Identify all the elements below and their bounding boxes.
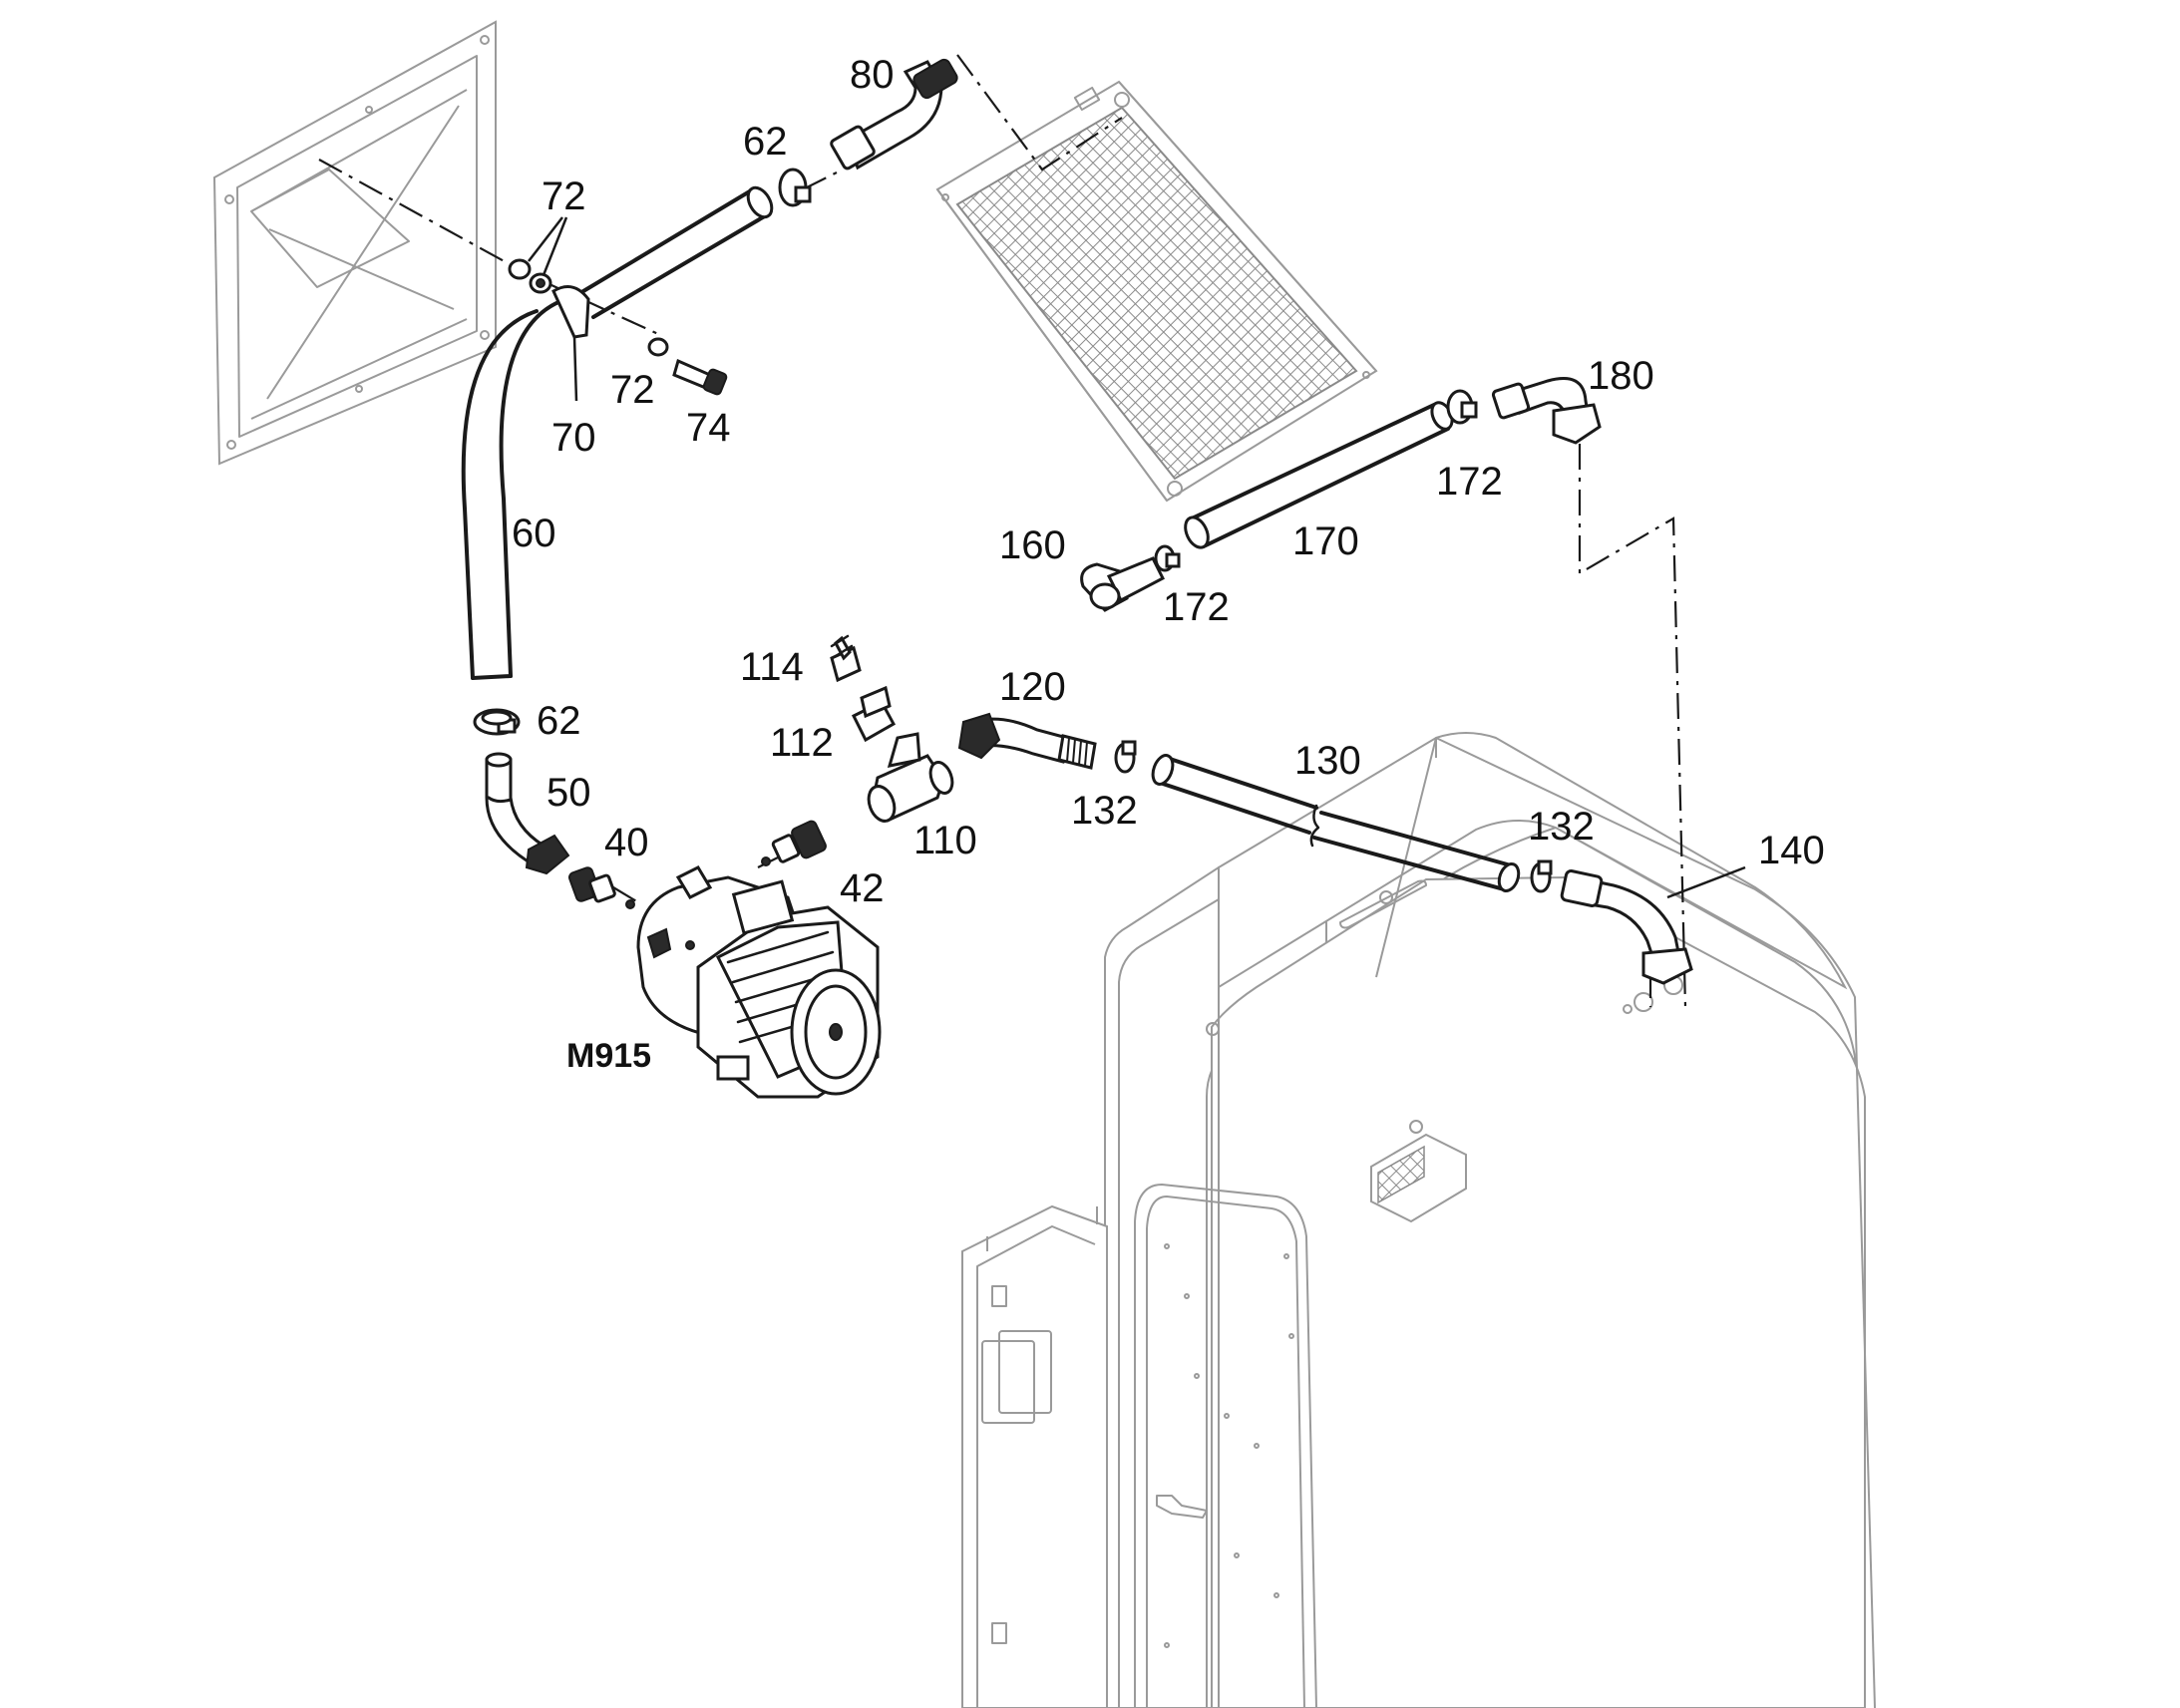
label-42: 42 (840, 866, 885, 910)
label-132-left: 132 (1071, 789, 1138, 833)
nipple-40 (568, 866, 635, 909)
clamp-172-lower (1154, 544, 1181, 572)
elbow-80 (830, 58, 958, 171)
label-40: 40 (604, 821, 649, 864)
radiator-core (935, 80, 1378, 503)
pump-motor (636, 865, 882, 1099)
label-180: 180 (1588, 354, 1654, 398)
label-62-lower: 62 (537, 699, 581, 743)
adapter-112 (851, 685, 897, 743)
hoses (461, 185, 1521, 893)
label-leaders (528, 216, 568, 276)
label-114: 114 (740, 645, 804, 689)
nipple-42 (761, 820, 827, 866)
clip-70 (551, 285, 590, 402)
label-130: 130 (1294, 739, 1361, 783)
clamp-132-left (1114, 740, 1137, 774)
clamp-62-lower (473, 708, 521, 736)
callouts: 80 62 72 72 74 70 60 62 50 40 42 114 112… (512, 53, 1825, 1075)
label-72-lower: 72 (610, 368, 655, 412)
label-170: 170 (1292, 519, 1359, 563)
bolt-74 (672, 358, 728, 396)
label-120: 120 (999, 665, 1066, 709)
label-62-upper: 62 (743, 120, 788, 164)
clamp-62-upper (778, 168, 812, 207)
alignment-lines (318, 54, 1687, 1008)
clamp-132-right (1530, 859, 1553, 893)
elbow-160 (1080, 556, 1165, 612)
label-132-right: 132 (1528, 805, 1595, 849)
label-140: 140 (1758, 829, 1825, 872)
label-112: 112 (770, 721, 834, 765)
label-50: 50 (546, 771, 591, 815)
mounting-panel (212, 20, 497, 466)
tee-110 (867, 732, 954, 823)
label-172-upper: 172 (1436, 460, 1503, 504)
label-72-upper: 72 (542, 174, 586, 218)
elbow-50 (485, 752, 570, 875)
clamp-172-upper (1446, 389, 1478, 425)
label-172-lower: 172 (1163, 585, 1230, 629)
fittings (473, 58, 1746, 985)
label-motor-m915: M915 (566, 1037, 651, 1075)
label-110: 110 (913, 819, 977, 862)
label-80: 80 (850, 53, 895, 97)
vent-114 (830, 634, 862, 683)
label-160: 160 (999, 523, 1066, 567)
label-74: 74 (686, 406, 731, 450)
machine-housing (961, 732, 1876, 1708)
label-70: 70 (551, 416, 596, 460)
elbow-120 (957, 712, 1097, 770)
elbow-180 (1491, 377, 1602, 445)
elbow-140 (1560, 865, 1746, 985)
label-60: 60 (512, 512, 556, 555)
